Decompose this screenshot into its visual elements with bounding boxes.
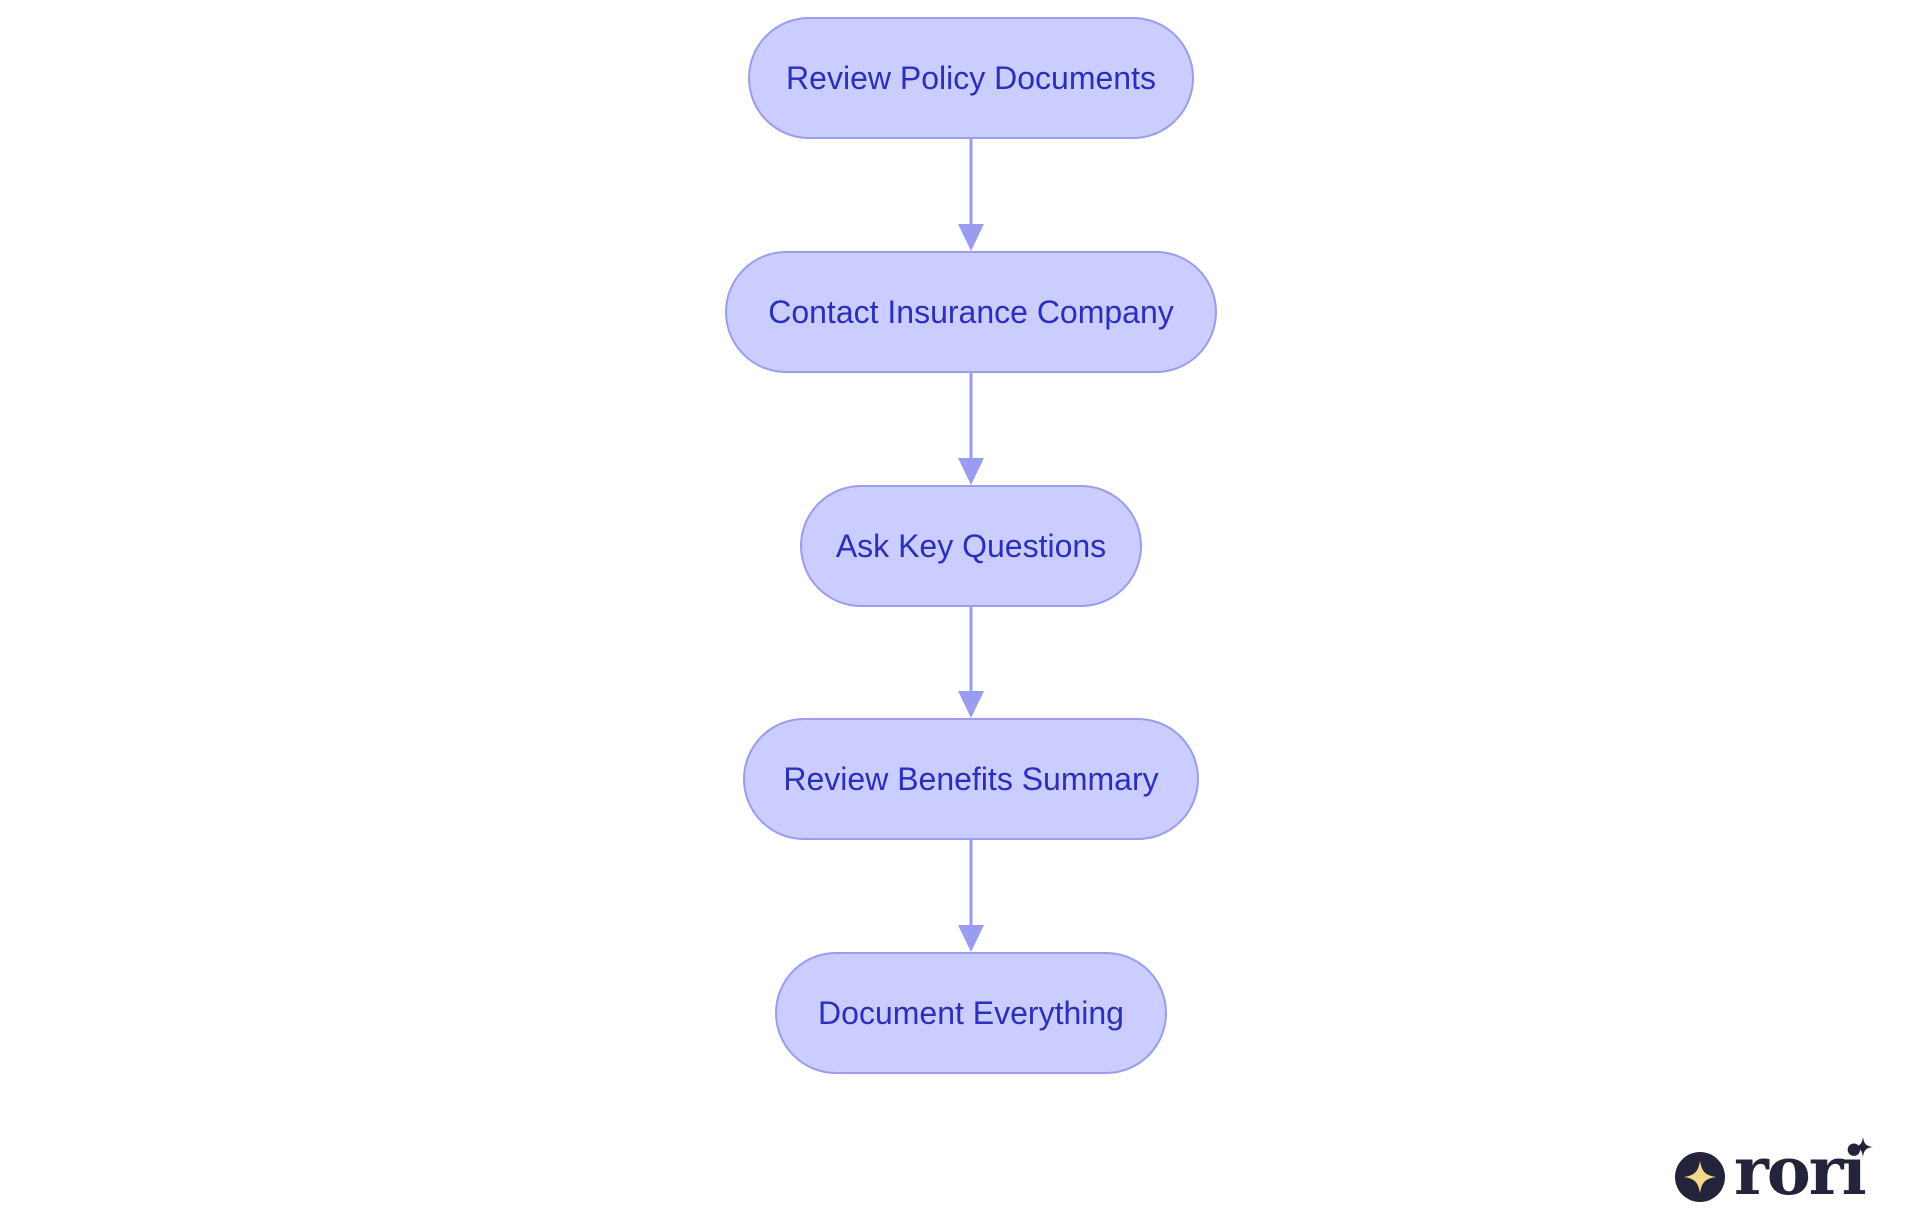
rori-logo: rori [1672,1132,1876,1210]
arrow-2-to-3 [958,373,984,485]
arrow-1-to-2 [958,139,984,251]
step-document-everything: Document Everything [775,952,1167,1074]
arrow-3-to-4 [958,607,984,718]
arrow-4-to-5 [958,840,984,952]
small-sparkle-icon [1853,1137,1873,1157]
step-contact-insurance-company: Contact Insurance Company [725,251,1217,373]
step-ask-key-questions: Ask Key Questions [800,485,1142,607]
step-label: Document Everything [818,994,1124,1031]
step-label: Ask Key Questions [835,527,1107,564]
step-review-policy-documents: Review Policy Documents [748,17,1194,139]
logo-badge [1675,1152,1725,1202]
logo-wordmark: rori [1734,1132,1867,1210]
step-label: Review Benefits Summary [783,760,1159,797]
step-review-benefits-summary: Review Benefits Summary [743,718,1199,840]
sparkle-icon [1684,1161,1716,1193]
step-label: Contact Insurance Company [768,293,1174,330]
step-label: Review Policy Documents [786,59,1156,96]
